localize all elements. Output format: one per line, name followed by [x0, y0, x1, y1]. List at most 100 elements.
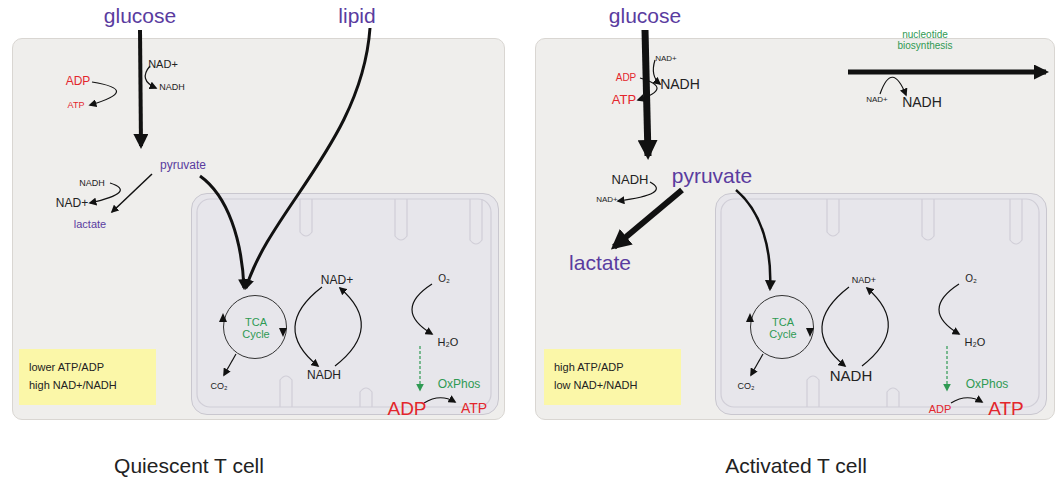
redox-arc	[295, 287, 322, 366]
biosynthesis-arrow	[848, 70, 1046, 75]
cycle-circle: TCA Cycle	[750, 295, 814, 359]
cristae	[721, 199, 1039, 407]
node-text: NADH	[307, 369, 341, 382]
node-text: NAD+	[321, 274, 353, 287]
metabolite-label: ATP	[612, 93, 636, 107]
cofactor-arrow	[638, 78, 657, 100]
metabolite-label: NAD+	[596, 196, 618, 205]
crista-fold	[470, 199, 482, 244]
node-text: Quiescent T cell	[114, 454, 264, 477]
co2-arrow	[751, 354, 763, 375]
crista-fold	[887, 388, 899, 407]
inner-membrane	[721, 199, 1039, 407]
metabolite-label: ADP	[66, 75, 91, 88]
node-text: O₂	[438, 273, 450, 284]
mito-arrows	[746, 284, 982, 403]
pyruvate-arrow	[200, 176, 244, 288]
cycle-arrowhead	[806, 328, 814, 337]
metabolite-label: glucose	[104, 4, 176, 27]
lipid-arrow	[246, 28, 370, 288]
cristae	[197, 199, 491, 407]
metabolite-label: NAD+	[148, 58, 178, 70]
status-box: high ATP/ADP low NAD+/NADH	[544, 349, 681, 405]
node-text: lower ATP/ADP	[29, 361, 104, 373]
metabolite-label: lactate	[74, 218, 106, 230]
node-text: ADP	[387, 399, 426, 420]
node-text: ATP	[988, 399, 1024, 420]
crista-fold	[922, 199, 934, 240]
metabolite-label: lipid	[338, 4, 375, 27]
inner-membrane	[197, 199, 491, 407]
node-text: ADP	[929, 403, 952, 415]
co2-arrow	[224, 354, 236, 375]
cofactor-arrow	[145, 66, 156, 88]
node-text: TCA Cycle	[763, 316, 803, 340]
cofactor-arrow	[90, 82, 117, 105]
metabolite-label: NADH	[159, 83, 185, 93]
glycolysis-arrow	[645, 30, 648, 156]
node-text: high ATP/ADP	[554, 361, 624, 373]
cycle-arrowhead	[219, 313, 227, 322]
oxygen-arc	[939, 284, 959, 334]
node-text: NADH	[830, 368, 873, 385]
crista-fold	[280, 376, 292, 407]
node-text: high NAD+/NADH	[29, 379, 117, 391]
node-text: NAD+	[852, 276, 876, 286]
node-text: H₂O	[965, 336, 986, 348]
atp-arrow	[951, 398, 982, 403]
metabolite-label: nucleotide biosynthesis	[893, 29, 957, 51]
node-text: TCA Cycle	[236, 316, 276, 340]
cofactor-arrow	[880, 77, 906, 95]
metabolite-label: ATP	[68, 101, 85, 111]
lactate-arrow	[614, 190, 682, 247]
metabolite-label: ADP	[616, 72, 637, 83]
node-text: low NAD+/NADH	[554, 379, 637, 391]
mitochondrion: NAD+NADHO₂H₂OCO₂OxPhosADPATPTCA Cycle	[191, 193, 499, 415]
metabolite-label: lactate	[569, 251, 631, 274]
oxphos-arrow	[419, 346, 420, 390]
metabolite-label: NADH	[79, 179, 105, 189]
crista-fold	[827, 199, 839, 236]
cycle-circle: TCA Cycle	[223, 295, 287, 359]
cofactor-arrow	[653, 60, 660, 84]
node-text: OxPhos	[438, 378, 481, 391]
cytosol-arrows	[614, 30, 1046, 289]
redox-arc	[862, 288, 888, 366]
lactate-arrow	[112, 174, 152, 212]
cytosol-arrows	[90, 28, 370, 288]
metabolite-label: NAD+	[56, 197, 88, 210]
node-text: H₂O	[438, 336, 459, 348]
oxygen-arc	[412, 284, 432, 334]
metabolite-label: NADH	[902, 95, 942, 110]
node-text: CO₂	[211, 382, 228, 392]
node-text: OxPhos	[966, 378, 1009, 391]
metabolite-label: NAD+	[866, 96, 888, 105]
crista-fold	[360, 388, 372, 407]
metabolite-label: pyruvate	[672, 164, 753, 187]
crista-fold	[807, 376, 819, 407]
status-box: lower ATP/ADP high NAD+/NADH	[19, 349, 156, 405]
cycle-arrowhead	[279, 328, 287, 337]
cofactor-arrow	[618, 182, 656, 201]
oxphos-arrow	[946, 346, 947, 390]
cofactor-arrow	[90, 183, 120, 203]
crista-fold	[395, 199, 407, 240]
crista-fold	[1010, 199, 1022, 244]
metabolite-label: NADH	[612, 173, 649, 187]
mito-arrows	[219, 284, 455, 403]
glycolysis-arrow	[140, 30, 141, 146]
metabolite-label: NADH	[660, 77, 700, 92]
crista-fold	[300, 199, 312, 236]
node-text: Activated T cell	[725, 454, 867, 477]
cycle-arrowhead	[746, 313, 754, 322]
pyruvate-arrow	[736, 190, 770, 289]
node-text: O₂	[965, 273, 977, 284]
node-text: CO₂	[738, 382, 755, 392]
redox-arc	[822, 287, 849, 366]
redox-arc	[335, 288, 361, 366]
metabolite-label: glucose	[609, 4, 681, 27]
metabolite-label: NAD+	[655, 55, 677, 64]
mitochondrion: NAD+NADHO₂H₂OCO₂OxPhosADPATPTCA Cycle	[715, 193, 1047, 415]
